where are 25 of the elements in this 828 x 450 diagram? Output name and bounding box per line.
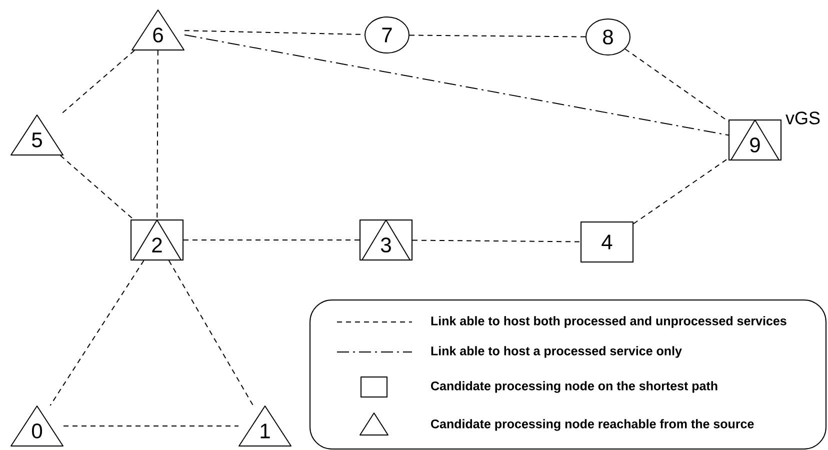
square-triangle-node: 3	[360, 220, 412, 260]
legend-text: Candidate processing node reachable from the source	[431, 419, 754, 431]
triangle-node: 6	[132, 10, 184, 50]
link-line	[633, 158, 729, 224]
link-line	[50, 260, 144, 406]
link-line	[60, 50, 135, 115]
triangle-node: 1	[238, 406, 292, 446]
triangle-node: 0	[10, 406, 64, 446]
legend-text: Link able to host both processed and unprocessed services	[431, 316, 786, 328]
link-line	[184, 34, 729, 136]
link-line	[168, 260, 254, 406]
link-line	[412, 240, 581, 242]
square-node: 4	[580, 222, 634, 262]
node-caption: vGS	[786, 112, 820, 124]
link-line	[409, 34, 586, 38]
square-triangle-node: 9	[728, 120, 782, 160]
ellipse-node: 7	[364, 16, 410, 54]
legend-text: Link able to host a processed service only	[431, 346, 682, 358]
square-triangle-node: 2	[130, 220, 184, 260]
link-line	[156, 50, 158, 220]
link-line	[60, 155, 134, 220]
legend-text: Candidate processing node on the shortest path	[431, 381, 718, 393]
ellipse-node: 8	[586, 18, 630, 56]
link-line	[624, 48, 729, 122]
triangle-node: 5	[10, 114, 64, 156]
